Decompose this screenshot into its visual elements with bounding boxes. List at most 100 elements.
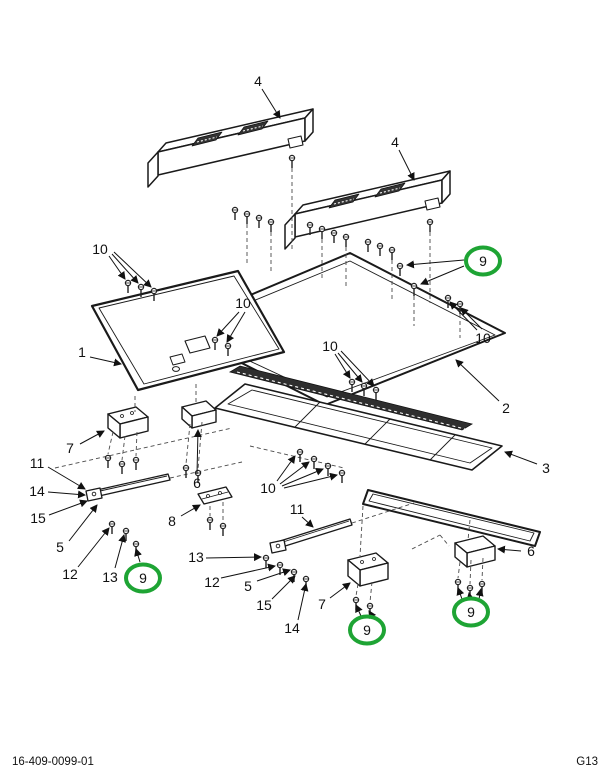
callout-label-4: 4 [391, 134, 399, 150]
highlight-circle [124, 562, 162, 594]
screw-fastener-icon [318, 225, 326, 240]
part-8-clip-bracket [197, 486, 233, 505]
callout-label-14: 14 [29, 483, 45, 499]
dashed-guide-line [355, 583, 359, 597]
callout-leader-line [297, 583, 309, 621]
dashed-guide-line [369, 581, 373, 603]
callout-leader-line [456, 587, 465, 600]
screw-fastener-icon [132, 540, 140, 555]
callout-label-10: 10 [322, 338, 338, 354]
callout-leader-line [89, 356, 122, 367]
screw-fastener-icon [104, 454, 112, 469]
callout-label-9: 9 [139, 570, 147, 586]
callout-label-9: 9 [467, 604, 475, 620]
screw-fastener-icon [243, 210, 251, 225]
screw-fastener-icon [366, 602, 374, 617]
screw-fastener-icon [396, 262, 404, 277]
callout-label-8: 8 [168, 513, 176, 529]
screw-fastener-icon [124, 279, 132, 294]
grip-pad-icon [328, 193, 360, 209]
callout-label-10: 10 [92, 241, 108, 257]
callout-leader-line [79, 430, 105, 445]
callout-label-5: 5 [244, 578, 252, 594]
callout-label-5: 5 [56, 539, 64, 555]
callout-label-10: 10 [475, 330, 491, 346]
screw-fastener-icon [219, 522, 227, 537]
dashed-guide-line [121, 435, 126, 461]
callout-leader-line [449, 301, 478, 331]
screw-fastener-icon [206, 516, 214, 531]
callout-leader-line [108, 255, 126, 280]
callout-leader-line [504, 450, 538, 465]
callout-leader-line [220, 563, 276, 579]
callout-label-4: 4 [254, 73, 262, 89]
callout-leader-line [340, 350, 375, 387]
right-sill-plate [362, 489, 541, 547]
dashed-guide-line [197, 421, 203, 470]
screw-fastener-icon [376, 242, 384, 257]
callout-label-10: 10 [235, 295, 251, 311]
callout-label-9: 9 [479, 253, 487, 269]
callout-leader-line [261, 88, 281, 119]
screw-fastener-icon [262, 554, 270, 569]
screw-fastener-icon [310, 455, 318, 470]
part-7-bracket-left [107, 406, 149, 439]
screw-fastener-icon [324, 462, 332, 477]
screw-fastener-icon [267, 218, 275, 233]
callout-leader-line [283, 472, 338, 489]
sill-tread-strip [228, 365, 474, 431]
callout-leader-line [334, 353, 351, 379]
callout-leader-line [47, 466, 86, 490]
dashed-guide-line [411, 534, 441, 550]
grip-pad-icon [374, 182, 406, 198]
drawing-number: 16-409-0099-01 [12, 756, 94, 768]
dashed-guide-line [169, 461, 243, 479]
dashed-guide-line [135, 431, 138, 457]
callout-label-13: 13 [102, 569, 118, 585]
dashed-guide-line [107, 431, 114, 455]
callout-leader-line [355, 604, 363, 617]
part-7-bracket-right [347, 552, 389, 587]
callout-leader-line [337, 352, 363, 383]
callout-leader-line [398, 149, 415, 181]
grip-pad-icon [237, 120, 269, 136]
part-3-support-frame [214, 383, 503, 471]
callout-label-7: 7 [318, 596, 326, 612]
callout-label-6: 6 [527, 543, 535, 559]
dashed-guide-line [351, 502, 415, 524]
callout-label-10: 10 [260, 480, 276, 496]
dashed-guide-line [467, 519, 471, 541]
screw-fastener-icon [118, 460, 126, 475]
dashed-guide-line [439, 534, 450, 547]
highlight-circle [464, 245, 502, 277]
callout-leader-line [113, 251, 152, 288]
callout-leader-line [301, 516, 314, 528]
callout-leader-line [271, 575, 296, 600]
callout-label-2: 2 [502, 400, 510, 416]
callout-label-7: 7 [66, 440, 74, 456]
screw-fastener-icon [302, 575, 310, 590]
callout-leader-line [193, 429, 202, 475]
callout-leader-line [77, 527, 110, 568]
callout-leader-line [47, 490, 86, 499]
callout-label-12: 12 [204, 574, 220, 590]
screw-fastener-icon [454, 578, 462, 593]
screw-fastener-icon [255, 214, 263, 229]
callout-leader-line [455, 359, 500, 402]
callout-label-3: 3 [542, 460, 550, 476]
callout-leader-line [279, 461, 310, 485]
screw-fastener-icon [342, 233, 350, 248]
callout-leader-line [329, 582, 351, 599]
callout-leader-line [48, 499, 88, 516]
dashed-guide-line [359, 505, 364, 557]
screw-fastener-icon [426, 218, 434, 233]
screw-fastener-icon [290, 568, 298, 583]
callout-leader-line [406, 259, 465, 269]
callout-leader-line [276, 455, 296, 482]
callout-label-13: 13 [188, 549, 204, 565]
screw-fastener-icon [372, 386, 380, 401]
slide-rail-center [269, 518, 353, 554]
callout-label-15: 15 [256, 597, 272, 613]
